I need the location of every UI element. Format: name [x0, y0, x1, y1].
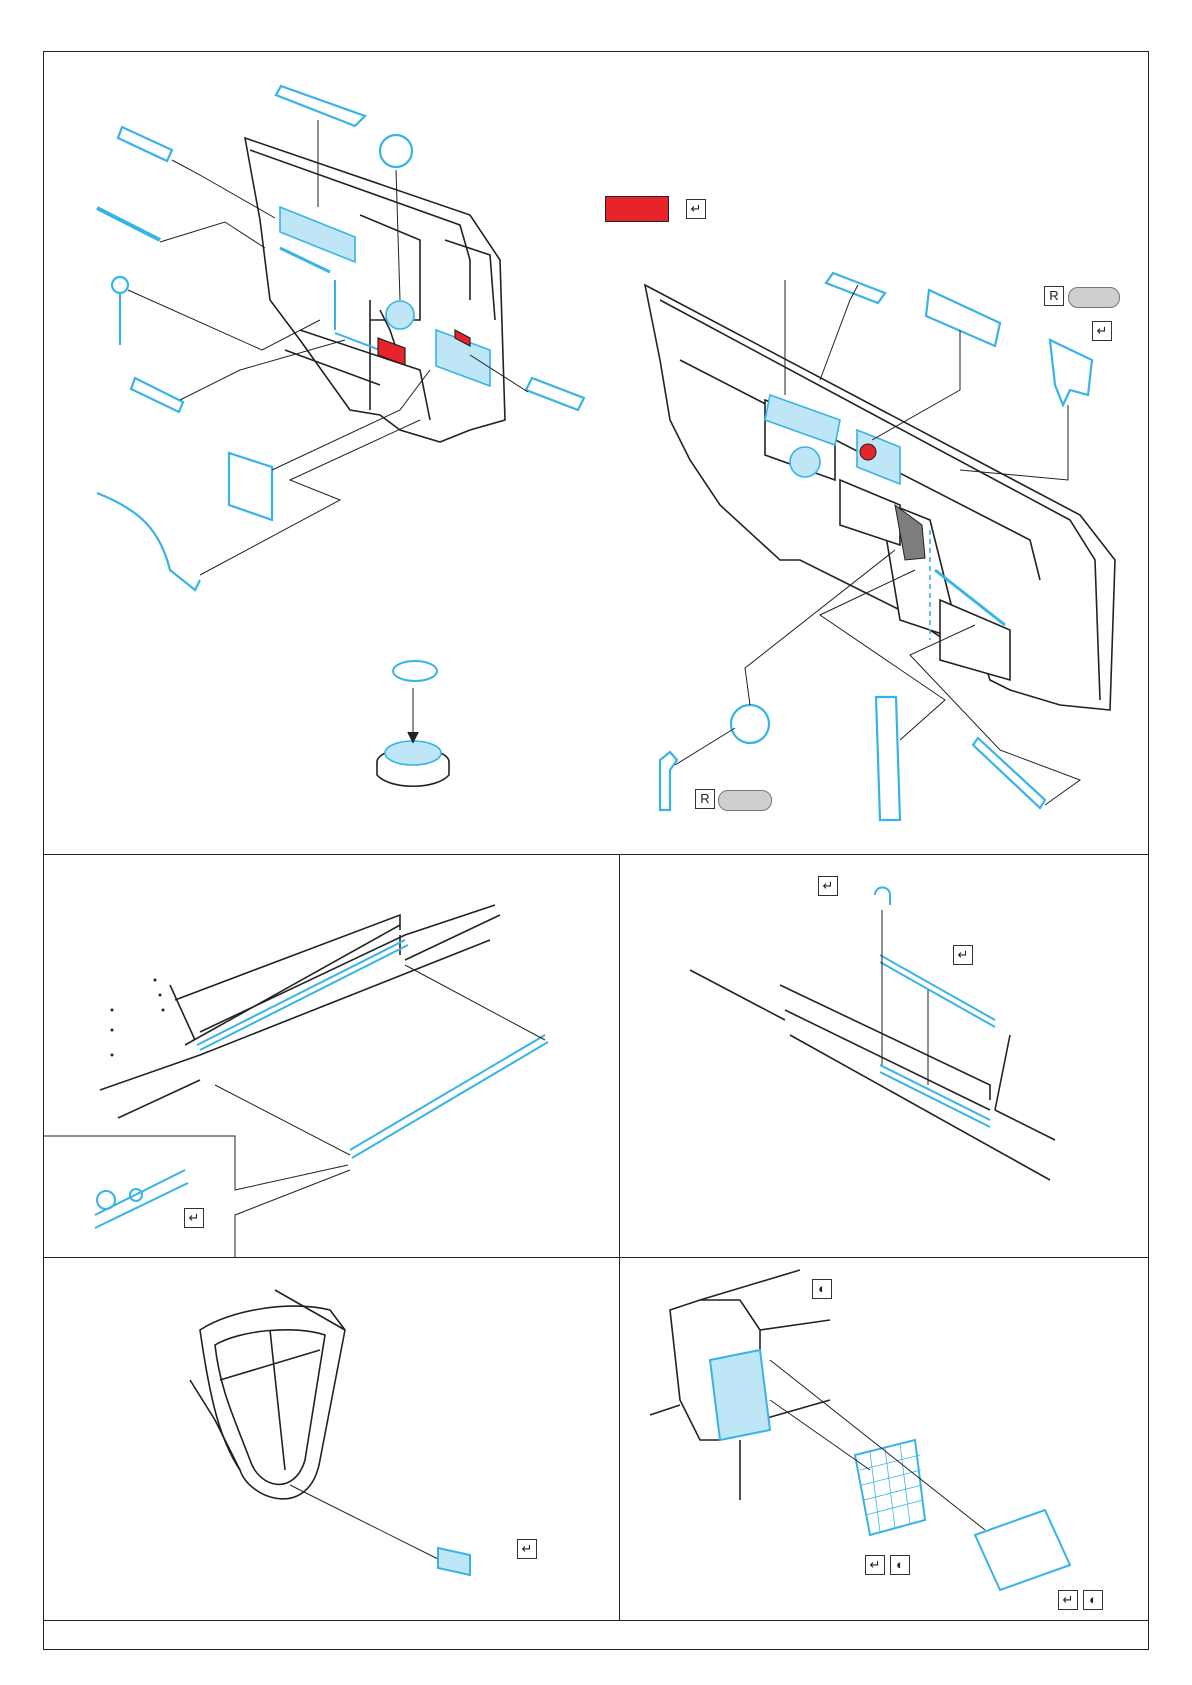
fold-icon: ↵ — [1058, 1590, 1078, 1610]
shade-icon: ◐ — [812, 1279, 832, 1299]
shade-icon: ◐ — [1083, 1590, 1103, 1610]
shade-icon: ◐ — [890, 1555, 910, 1575]
fold-icon: ↵ — [865, 1555, 885, 1575]
